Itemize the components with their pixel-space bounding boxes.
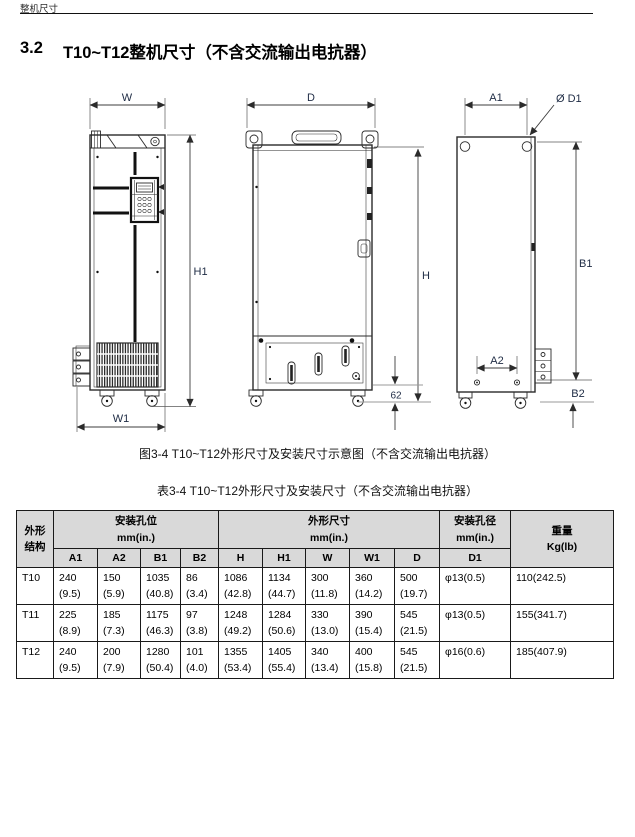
- sub-header-w1: W1: [349, 548, 395, 568]
- section-title: T10~T12整机尺寸（不含交流输出电抗器）: [62, 44, 377, 62]
- section-heading: 3.2 T10~T12整机尺寸（不含交流输出电抗器）: [20, 39, 377, 63]
- cell-dimension: 240(9.5): [53, 567, 98, 605]
- cell-dimension: 225(8.9): [53, 604, 98, 642]
- sub-header-a1: A1: [53, 548, 98, 568]
- cell-dimension: 1284(50.6): [262, 604, 306, 642]
- running-header: 整机尺寸: [20, 4, 59, 15]
- dim-label-d: D: [307, 92, 315, 104]
- dim-label-d1: Ø D1: [556, 93, 582, 105]
- mount-bracket: [534, 348, 552, 384]
- dim-label-h: H: [422, 270, 430, 282]
- casters-front: [99, 389, 160, 407]
- header-rule: [20, 13, 593, 14]
- cell-dimension: 390(15.4): [349, 604, 395, 642]
- vent-grille: [96, 342, 159, 388]
- cell-dimension: 1280(50.4): [140, 641, 181, 679]
- cell-dimension: 97(3.8): [180, 604, 219, 642]
- dimension-drawings: W: [72, 92, 594, 432]
- dim-label-h1: H1: [194, 266, 208, 278]
- cell-model: T11: [16, 604, 54, 642]
- side-bracket: [72, 345, 91, 387]
- cell-dimension: 545(21.5): [393, 604, 441, 642]
- casters-side: [248, 389, 366, 407]
- cell-weight: 185(407.9): [510, 641, 615, 679]
- section-number: 3.2: [20, 39, 43, 57]
- dim-label-caster-height: 62: [390, 391, 402, 402]
- cell-dimension: 1175(46.3): [140, 604, 181, 642]
- cell-weight: 155(341.7): [510, 604, 615, 642]
- dim-label-a1: A1: [489, 92, 502, 104]
- front-view-drawing: W: [72, 92, 208, 432]
- col-header-structure: 外形结构: [16, 510, 54, 568]
- dim-label-w1: W1: [113, 413, 130, 425]
- cell-dimension: 500(19.7): [393, 567, 441, 605]
- cell-hole-diameter: φ13(0.5): [439, 567, 512, 605]
- dim-label-a2: A2: [490, 355, 503, 367]
- dim-label-b2: B2: [571, 388, 584, 400]
- cell-dimension: 360(14.2): [349, 567, 395, 605]
- dim-label-b1: B1: [579, 258, 592, 270]
- cell-dimension: 150(5.9): [97, 567, 141, 605]
- sub-header-w: W: [305, 548, 350, 568]
- cell-model: T10: [16, 567, 54, 605]
- sub-header-b2: B2: [180, 548, 219, 568]
- cell-dimension: 1086(42.8): [218, 567, 263, 605]
- cell-dimension: 340(13.4): [305, 641, 350, 679]
- cell-dimension: 101(4.0): [180, 641, 219, 679]
- casters-back: [458, 391, 528, 409]
- cell-dimension: 185(7.3): [97, 604, 141, 642]
- cell-dimension: 1355(53.4): [218, 641, 263, 679]
- sub-header-b1: B1: [140, 548, 181, 568]
- sub-header-d1: D1: [439, 548, 512, 568]
- cell-dimension: 330(13.0): [305, 604, 350, 642]
- figure-caption: 图3-4 T10~T12外形尺寸及安装尺寸示意图（不含交流输出电抗器）: [138, 447, 497, 461]
- cell-dimension: 200(7.9): [97, 641, 141, 679]
- cell-dimension: 1134(44.7): [262, 567, 306, 605]
- cell-dimension: 300(11.8): [305, 567, 350, 605]
- cell-weight: 110(242.5): [510, 567, 615, 605]
- side-view-drawing: D: [245, 92, 431, 430]
- sub-header-h1: H1: [262, 548, 306, 568]
- cell-hole-diameter: φ13(0.5): [439, 604, 512, 642]
- back-view-drawing: A1 Ø D1 B1 A2: [456, 92, 594, 428]
- table-caption: 表3-4 T10~T12外形尺寸及安装尺寸（不含交流输出电抗器）: [156, 484, 479, 498]
- sub-header-d: D: [393, 548, 441, 568]
- cell-dimension: 545(21.5): [393, 641, 441, 679]
- cell-dimension: 400(15.8): [349, 641, 395, 679]
- sub-header-a2: A2: [97, 548, 141, 568]
- dim-label-w: W: [122, 92, 133, 104]
- cell-dimension: 1405(55.4): [262, 641, 306, 679]
- keypad: [129, 176, 160, 224]
- cell-model: T12: [16, 641, 54, 679]
- sub-header-h: H: [218, 548, 263, 568]
- cell-dimension: 1248(49.2): [218, 604, 263, 642]
- cell-dimension: 240(9.5): [53, 641, 98, 679]
- cell-hole-diameter: φ16(0.6): [439, 641, 512, 679]
- cell-dimension: 86(3.4): [180, 567, 219, 605]
- cell-dimension: 1035(40.8): [140, 567, 181, 605]
